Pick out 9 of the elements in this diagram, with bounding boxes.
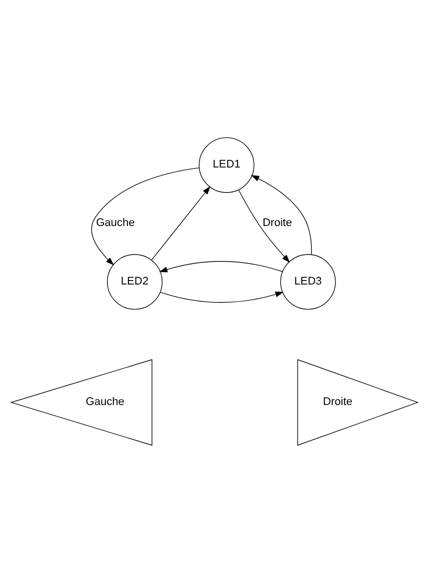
arrow <box>160 291 284 302</box>
arrow <box>250 174 312 254</box>
arrow <box>151 186 210 260</box>
edge-label: Droite <box>262 216 292 229</box>
edge-label: Gauche <box>96 216 135 229</box>
arrow <box>91 166 200 265</box>
node-circle: LED1 <box>198 136 254 192</box>
arrow <box>238 189 290 262</box>
arrow <box>159 260 283 272</box>
